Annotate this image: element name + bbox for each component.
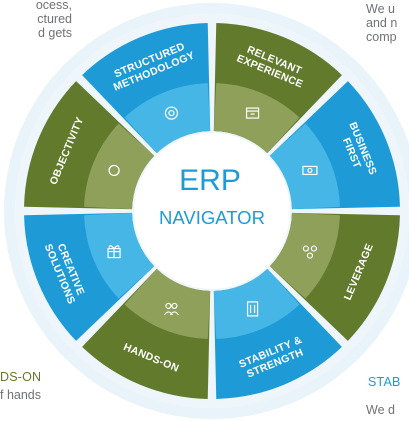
segment-inner-stability-strength [213,268,300,339]
refresh-icon [108,164,120,177]
bottom-right-heading: STAB [368,375,401,389]
money-icon [302,165,318,176]
bottom-left-heading: DS-ON [0,370,42,384]
network-icon [302,245,318,259]
segment-inner-leverage [269,212,340,299]
center-disc [134,133,290,289]
bottom-left-text: f hands [0,388,42,402]
center-subtitle: NAVIGATOR [159,207,265,228]
people-icon [163,302,179,316]
segment-inner-creative-solutions [84,212,155,299]
building-icon [246,301,259,317]
top-right-text: We u and n comp [366,2,398,44]
gear-icon [164,106,179,120]
top-left-text: ocess, ctured d gets [35,0,72,40]
center-title: ERP [179,164,241,197]
icons-group [107,106,318,317]
segment-inner-objectivity [84,123,155,210]
gift-icon [107,245,121,259]
bottom-right-text: We d [366,403,395,417]
segments-group [24,23,400,399]
box-icon [245,107,260,119]
